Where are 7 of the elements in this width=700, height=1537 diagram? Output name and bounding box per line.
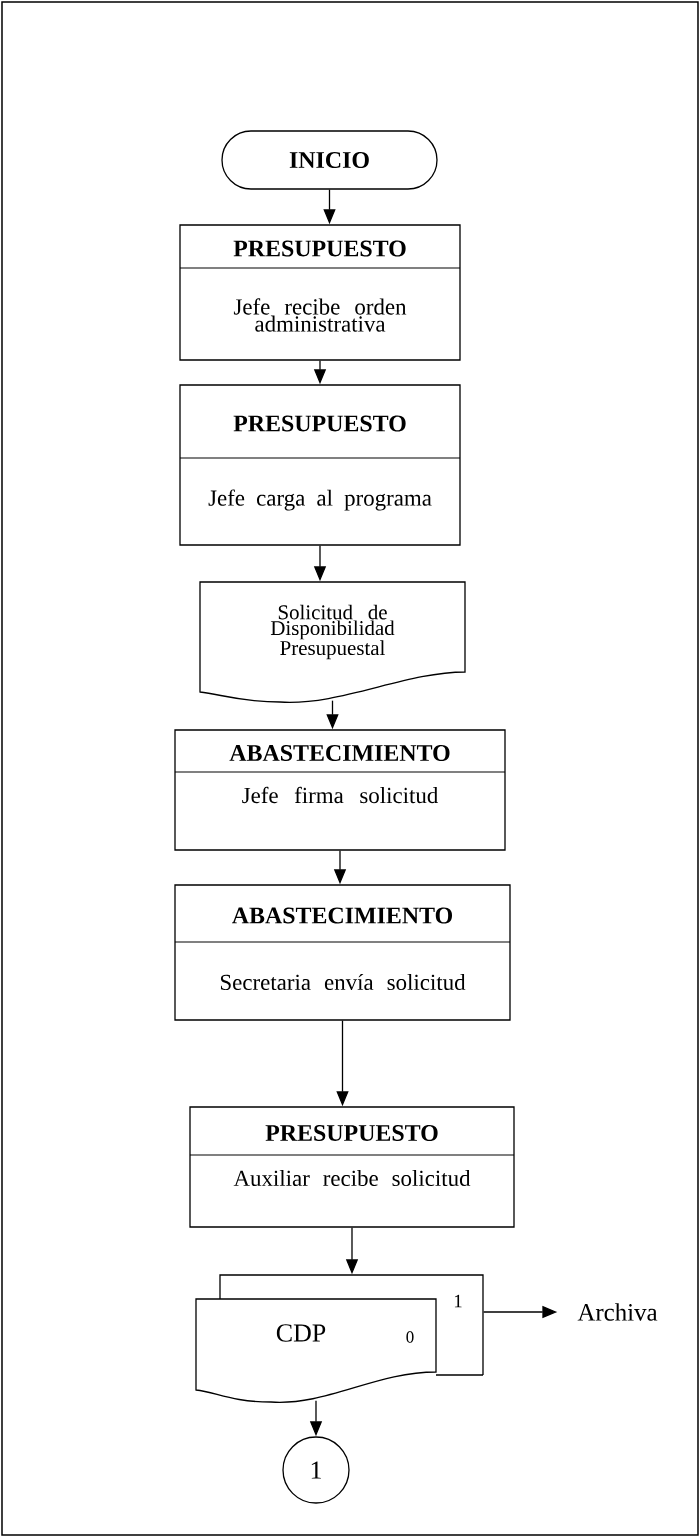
node-label: 1 bbox=[454, 1294, 462, 1308]
process-box: PRESUPUESTO Auxiliar recibe solicitud bbox=[189, 1106, 515, 1228]
process-box: ABASTECIMIENTO Jefe firma solicitud bbox=[174, 729, 506, 851]
output-label: Archiva bbox=[577, 1303, 658, 1321]
process-box: PRESUPUESTO Jefe recibe orden administrativa bbox=[179, 224, 461, 361]
process-box: ABASTECIMIENTO Secretaria envía solicitud bbox=[174, 884, 511, 1021]
process-box: PRESUPUESTO Jefe carga al programa bbox=[179, 384, 461, 546]
